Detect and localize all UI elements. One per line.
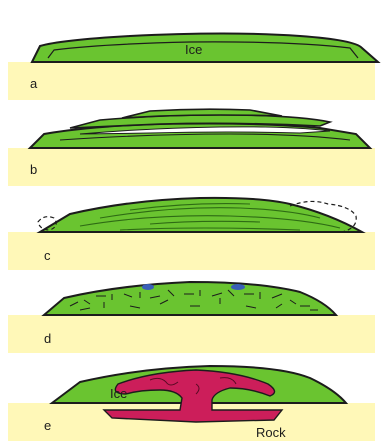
panel-c: c	[8, 198, 375, 270]
panel-b-label: b	[30, 162, 37, 177]
panel-d-meltwater-pond-right	[231, 284, 245, 290]
panel-b-ground	[8, 148, 375, 186]
panel-d-meltwater-pond-left	[142, 284, 154, 290]
panel-a-ice-label: Ice	[185, 42, 202, 57]
panel-d-label: d	[44, 331, 51, 346]
panel-a-label: a	[30, 76, 38, 91]
panel-d-ground	[8, 315, 375, 353]
panel-e-rock-label: Rock	[256, 425, 286, 440]
panel-e: Ice e Rock	[8, 366, 375, 441]
panel-c-label: c	[44, 248, 51, 263]
panel-a: Ice a	[8, 34, 378, 101]
panel-a-ground	[8, 62, 375, 100]
panel-c-ice-sheet	[40, 198, 362, 232]
panel-e-ice-label: Ice	[110, 386, 127, 401]
panel-b: b	[8, 109, 375, 186]
panel-e-label: e	[44, 418, 51, 433]
panel-d: d	[8, 282, 375, 353]
panel-d-ice-sheet	[44, 282, 336, 315]
panel-a-ice-sheet	[32, 34, 378, 63]
panel-c-ground	[8, 232, 375, 270]
